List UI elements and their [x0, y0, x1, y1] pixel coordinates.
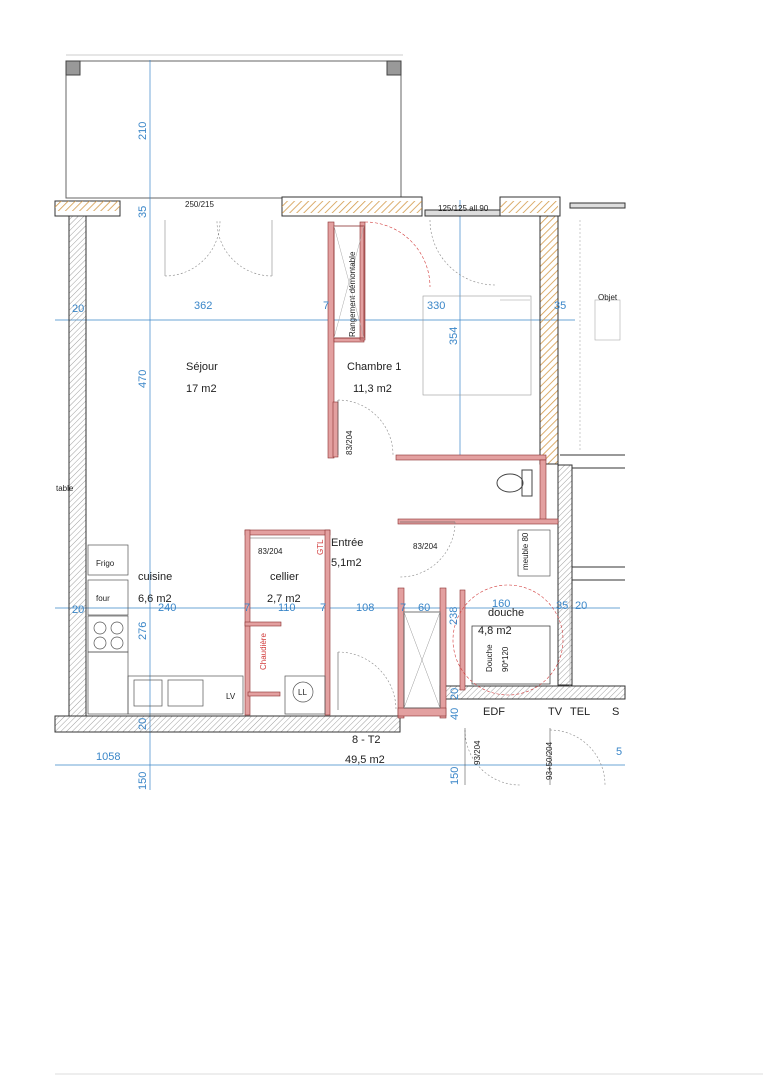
dim-wall-7-c: 7 — [320, 602, 326, 614]
dim-chambre-width: 330 — [427, 300, 445, 312]
dim-cuisine-width: 240 — [158, 602, 176, 614]
room-cuisine-name: cuisine — [138, 571, 172, 583]
room-sejour-area: 17 m2 — [186, 383, 217, 395]
door-chambre-label: 83/204 — [345, 430, 354, 455]
s-label: S — [612, 706, 619, 718]
dim-sejour-width: 362 — [194, 300, 212, 312]
dim-right-edge-5: 5 — [616, 746, 622, 758]
dim-wall-35-left: 35 — [137, 206, 149, 218]
dim-edf-40: 40 — [449, 708, 461, 720]
frigo-label: Frigo — [96, 559, 115, 568]
four-label: four — [96, 594, 110, 603]
door-sdb-label: 83/204 — [413, 542, 438, 551]
dim-douche-238: 238 — [448, 607, 460, 625]
dim-wall-7-d: 7 — [400, 602, 406, 614]
dim-bottom-20: 20 — [137, 718, 149, 730]
table-label: table — [56, 484, 74, 493]
rangement-closet — [333, 225, 365, 339]
door-edf-label: 93+50/204 — [545, 741, 554, 780]
gtl-label: GTL — [316, 539, 325, 555]
placard-entree — [403, 611, 441, 709]
doors — [164, 219, 606, 786]
terrace — [65, 54, 403, 199]
dim-right-35: 35 — [554, 300, 566, 312]
dim-balcony-150: 150 — [137, 772, 149, 790]
dim-entree-width: 108 — [356, 602, 374, 614]
exterior-walls — [54, 196, 626, 733]
dim-wall-7-a: 7 — [323, 300, 329, 312]
toilet — [496, 469, 551, 577]
chaudiere-label: Chaudière — [259, 633, 268, 670]
room-cellier-name: cellier — [270, 571, 299, 583]
interior-partitions — [244, 221, 559, 719]
dim-edf-20: 20 — [449, 688, 461, 700]
room-cuisine-area: 6,6 m2 — [138, 593, 172, 605]
tv-label: TV — [548, 706, 563, 718]
unit-name: 8 - T2 — [352, 734, 381, 746]
dim-cellier-width: 110 — [278, 602, 296, 614]
rangement-label: Rangement démontable — [348, 251, 357, 337]
ll-label: LL — [298, 688, 307, 697]
dim-balcony-150b: 150 — [449, 767, 461, 785]
dim-total-width: 1058 — [96, 751, 120, 763]
right-edge — [569, 220, 621, 688]
door-cellier-label: 83/204 — [258, 547, 283, 556]
room-cellier-area: 2,7 m2 — [267, 593, 301, 605]
shower-size-label: 90*120 — [501, 646, 510, 672]
shower-tray — [452, 584, 564, 696]
room-entree-name: Entrée — [331, 537, 363, 549]
dim-terrace-depth: 210 — [137, 122, 149, 140]
dim-cuisine-depth: 276 — [137, 622, 149, 640]
room-douche-area: 4,8 m2 — [478, 625, 512, 637]
dim-wall-7-b: 7 — [244, 602, 250, 614]
dim-douche-160: 160 — [492, 598, 510, 610]
unit-area: 49,5 m2 — [345, 754, 385, 766]
room-sejour-name: Séjour — [186, 361, 218, 373]
meuble-label: meuble 80 — [521, 532, 530, 570]
room-entree-area: 5,1m2 — [331, 557, 362, 569]
dim-cuisine-20: 20 — [72, 604, 84, 616]
dim-right-35b: 35 — [556, 600, 568, 612]
edf-label: EDF — [483, 706, 505, 718]
door-entree-label: 93/204 — [473, 740, 482, 765]
lv-label: LV — [226, 692, 236, 701]
room-chambre-name: Chambre 1 — [347, 361, 401, 373]
top-wall-hatch — [55, 201, 558, 213]
room-douche-name: douche — [488, 607, 524, 619]
kitchen-fixtures — [87, 544, 326, 715]
dim-window-chambre: 125/125 all 90 — [438, 204, 489, 213]
dim-placard-60: 60 — [418, 602, 430, 614]
shower-label: Douche — [485, 644, 494, 672]
dim-left-20: 20 — [72, 303, 84, 315]
dim-sejour-depth: 470 — [137, 370, 149, 388]
tel-label: TEL — [570, 706, 590, 718]
dim-right-20b: 20 — [575, 600, 587, 612]
room-chambre-area: 11,3 m2 — [353, 383, 392, 395]
dim-chambre-depth: 354 — [448, 327, 460, 345]
dim-window-sejour: 250/215 — [185, 200, 214, 209]
dimension-lines — [55, 60, 625, 790]
objet-label: Objet — [598, 293, 618, 302]
bed — [422, 295, 532, 396]
